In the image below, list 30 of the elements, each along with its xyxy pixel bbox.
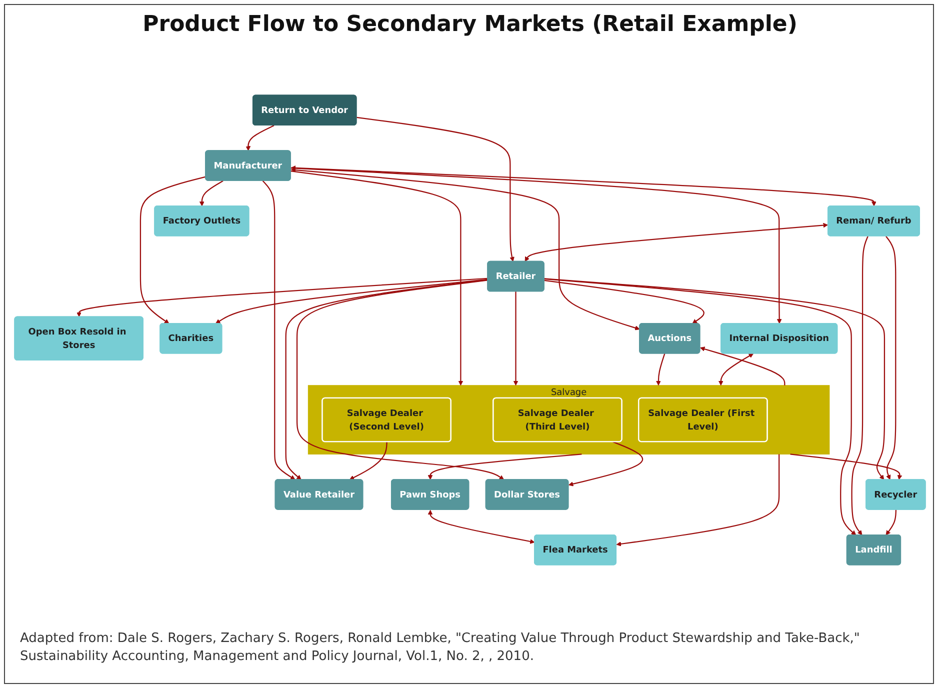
arrow [290, 165, 876, 206]
arrow [851, 236, 868, 536]
arrow [349, 442, 388, 480]
caption: Adapted from: Dale S. Rogers, Zachary S. Rogers, Ronald Lembke, "Creating Value Through Product Stewardship and Take-Back," Sustainability Accounting, Management and Policy Journal, Vol.1, No. 2, , 2010. [20, 630, 861, 666]
arrow [544, 278, 886, 480]
arrow [616, 454, 780, 546]
arrow [568, 441, 644, 486]
arrow [290, 168, 640, 330]
arrow [428, 454, 582, 480]
arrow [524, 222, 828, 262]
title: Product Flow to Secondary Markets (Retail Example) [142, 12, 798, 37]
arrow [428, 510, 535, 544]
arrow [290, 167, 782, 324]
arrow [544, 278, 856, 536]
arrow [656, 353, 666, 386]
arrow [513, 291, 518, 386]
arrow [886, 510, 896, 536]
arrow [700, 346, 786, 386]
arrow [199, 180, 224, 206]
arrow [356, 116, 514, 262]
arrow [290, 170, 464, 386]
arrow [76, 278, 488, 318]
arrow [215, 278, 488, 324]
arrow [886, 236, 896, 480]
arrow [544, 280, 704, 324]
arrow [262, 180, 296, 480]
arrow [718, 353, 754, 386]
arrow [790, 454, 902, 480]
arrow [140, 176, 206, 324]
arrow [246, 125, 274, 151]
